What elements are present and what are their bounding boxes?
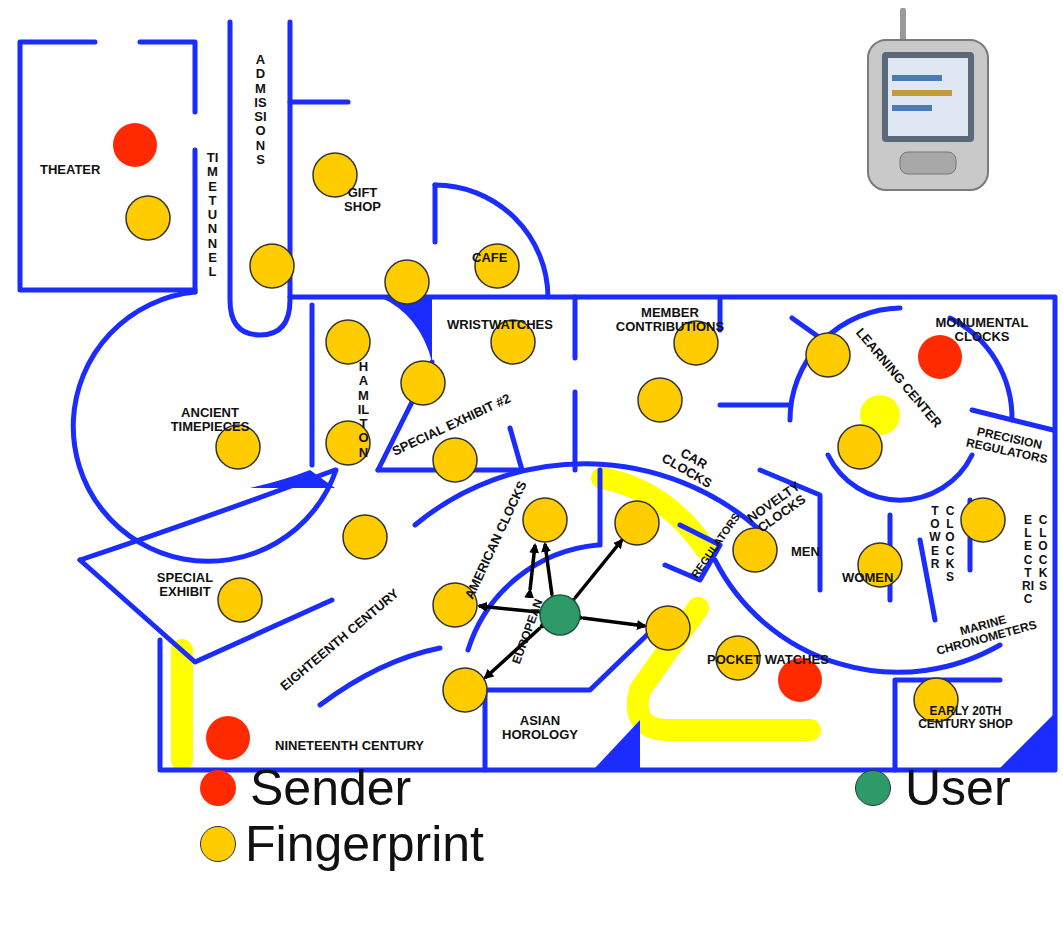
room-label: NINETEENTH CENTURY [275, 739, 424, 753]
fingerprint-dot [126, 153, 1005, 722]
room-label: MEN [791, 545, 820, 559]
signal-arrow [479, 540, 645, 678]
room-label: ANCIENT TIMEPIECES [155, 406, 265, 435]
room-label: ADMISSIONS [254, 53, 267, 167]
room-label: EUROPEAN [510, 597, 546, 665]
room-label: MONUMENTAL CLOCKS [922, 316, 1042, 345]
phone-icon [868, 8, 988, 190]
room-label: TOWERCLOCKS [929, 505, 956, 584]
room-label: SPECIAL EXHIBIT [145, 571, 225, 600]
room-label: THEATER [40, 163, 100, 177]
room-label: WOMEN [842, 571, 893, 585]
room-label: AMERICAN CLOCKS [463, 479, 530, 602]
room-label: ELECTRICCLOCKS [1022, 514, 1049, 606]
sender-dot [113, 123, 962, 760]
room-label: TIME TUNNEL [206, 151, 219, 280]
room-label: ASIAN HOROLOGY [495, 714, 585, 743]
room-label: HAMILTON [357, 360, 370, 460]
room-label: EARLY 20TH CENTURY SHOP [908, 705, 1023, 731]
legend-text: User [905, 763, 1011, 813]
legend-swatch [200, 770, 236, 806]
legend-swatch [200, 826, 236, 862]
wall-block [250, 297, 1053, 768]
room-label: EIGHTEENTH CENTURY [278, 587, 402, 694]
wall [20, 22, 1055, 770]
room-label: GIFT SHOP [335, 186, 390, 215]
user-dot [540, 595, 580, 635]
walkway [182, 478, 810, 760]
room-label: NOVELTY CLOCKS [737, 474, 819, 543]
room-label: POCKET WATCHES [707, 653, 829, 667]
legend-swatch [855, 770, 891, 806]
legend-text: Fingerprint [245, 819, 484, 869]
room-label: CAFE [472, 251, 507, 265]
legend-text: Sender [250, 763, 411, 813]
room-label: WRISTWATCHES [447, 318, 553, 332]
room-label: MEMBER CONTRIBUTIONS [600, 306, 740, 335]
